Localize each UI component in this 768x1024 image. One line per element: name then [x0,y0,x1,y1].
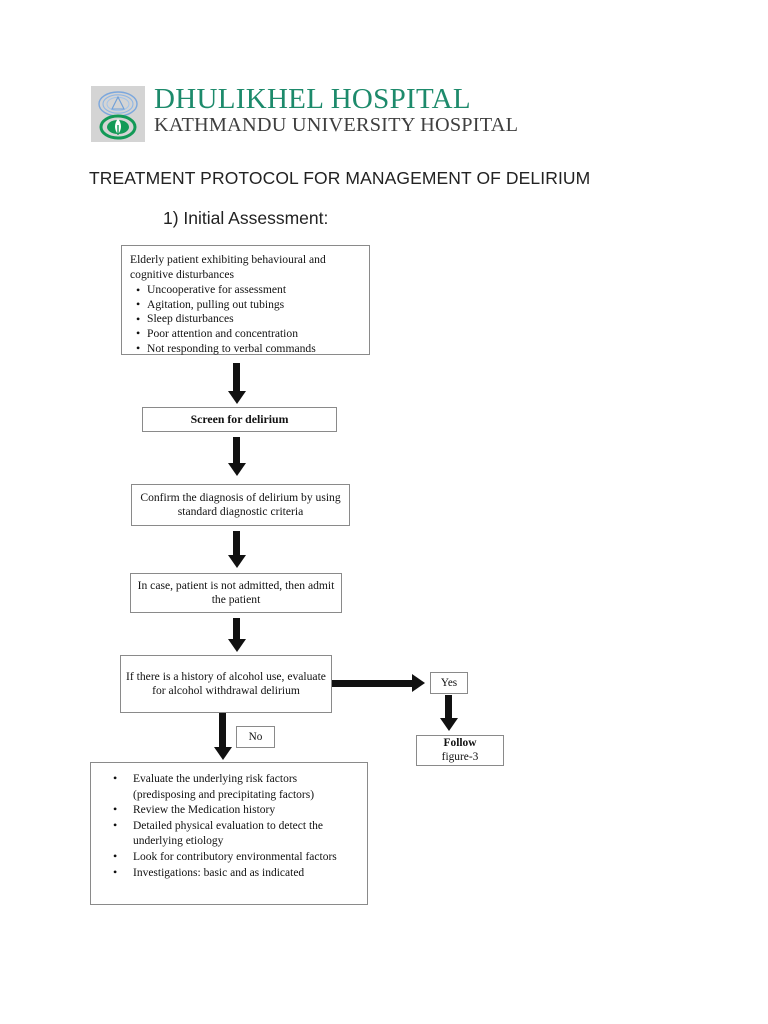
hospital-title: DHULIKHEL HOSPITAL [154,83,471,115]
arrow-alcohol-to-yes-stem [332,680,414,687]
list-item: Look for contributory environmental fact… [113,849,359,866]
hospital-subtitle: KATHMANDU UNIVERSITY HOSPITAL [154,115,519,136]
arrow-alcohol-to-yes-head-icon [412,674,425,692]
yes-label: Yes [440,676,458,689]
flow-node-admit-patient: In case, patient is not admitted, then a… [130,573,342,613]
list-item: Not responding to verbal commands [136,341,361,357]
dhulikhel-hospital-logo-icon [91,86,145,142]
alcohol-box-label: If there is a history of alcohol use, ev… [126,669,326,697]
list-item: Investigations: basic and as indicated [113,865,359,882]
admit-box-label: In case, patient is not admitted, then a… [137,578,335,606]
arrow-yes-to-follow-stem [445,695,452,720]
arrow-confirm-to-admit-head-icon [228,555,246,568]
flow-node-yes: Yes [430,672,468,694]
arrow-yes-to-follow-head-icon [440,718,458,731]
confirm-box-label: Confirm the diagnosis of delirium by usi… [140,490,341,518]
list-item: Evaluate the underlying risk factors (pr… [113,771,359,803]
symptoms-bullet-list: Uncooperative for assessment Agitation, … [130,283,361,356]
arrow-symptoms-to-screen-stem [233,363,240,393]
screen-box-label: Screen for delirium [190,412,289,427]
hospital-name-block: DHULIKHEL HOSPITAL KATHMANDU UNIVERSITY … [154,84,544,137]
flow-node-follow-figure: Follow figure-3 [416,735,504,766]
list-item: Sleep disturbances [136,312,361,327]
list-item: Uncooperative for assessment [136,283,361,298]
follow-box-line1: Follow [443,736,477,749]
flow-node-workup: Evaluate the underlying risk factors (pr… [90,762,368,905]
arrow-confirm-to-admit-stem [233,531,240,557]
list-item: Poor attention and concentration [136,326,361,342]
list-item: Detailed physical evaluation to detect t… [113,818,359,850]
arrow-screen-to-confirm-stem [233,437,240,465]
no-label: No [248,730,263,743]
list-item: Review the Medication history [113,802,359,819]
flow-node-confirm-diagnosis: Confirm the diagnosis of delirium by usi… [131,484,350,526]
arrow-screen-to-confirm-head-icon [228,463,246,476]
arrow-no-to-workup-head-icon [214,747,232,760]
flow-node-symptoms: Elderly patient exhibiting behavioural a… [121,245,370,355]
list-item: Agitation, pulling out tubings [136,297,361,313]
arrow-admit-to-alcohol-stem [233,618,240,641]
flow-node-alcohol-history: If there is a history of alcohol use, ev… [120,655,332,713]
section-heading: 1) Initial Assessment: [163,208,329,228]
workup-bullet-list: Evaluate the underlying risk factors (pr… [99,771,359,882]
arrow-admit-to-alcohol-head-icon [228,639,246,652]
flow-node-screen-for-delirium: Screen for delirium [142,407,337,432]
page-title: TREATMENT PROTOCOL FOR MANAGEMENT OF DEL… [89,168,591,188]
arrow-no-to-workup-stem [219,713,226,749]
letterhead: DHULIKHEL HOSPITAL KATHMANDU UNIVERSITY … [91,84,544,144]
arrow-symptoms-to-screen-head-icon [228,391,246,404]
flow-node-no: No [236,726,275,748]
symptoms-lead-text: Elderly patient exhibiting behavioural a… [130,253,326,281]
follow-box-line2: figure-3 [441,750,479,763]
